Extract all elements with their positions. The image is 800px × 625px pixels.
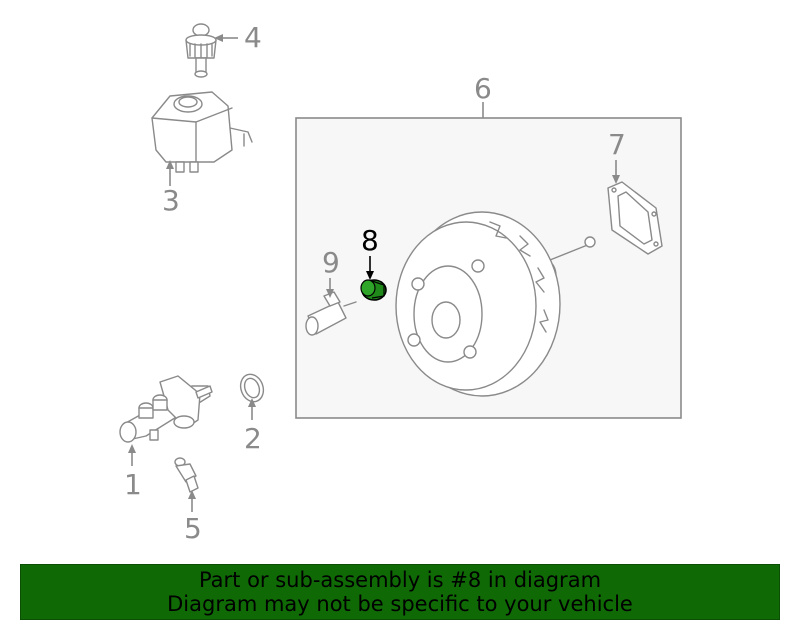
info-banner: Part or sub-assembly is #8 in diagram Di…: [20, 564, 780, 620]
callout-number-5[interactable]: 5: [184, 512, 202, 545]
callout-number-4[interactable]: 4: [244, 21, 262, 54]
part-4-reservoir-cap[interactable]: [185, 23, 217, 78]
part-6-brake-booster[interactable]: [395, 211, 596, 397]
part-5-switch[interactable]: [174, 457, 199, 493]
callout-arrowhead-1: [128, 444, 136, 453]
part-3-fluid-reservoir[interactable]: [151, 91, 253, 173]
callout-number-2[interactable]: 2: [244, 422, 262, 455]
part-1-master-cylinder[interactable]: [119, 375, 213, 443]
callout-arrowhead-2: [248, 398, 256, 407]
callout-number-6[interactable]: 6: [474, 72, 492, 105]
callout-number-1[interactable]: 1: [124, 468, 142, 501]
part-7-gasket[interactable]: [607, 181, 663, 255]
callout-number-9[interactable]: 9: [322, 246, 340, 279]
callout-number-3[interactable]: 3: [162, 184, 180, 217]
callout-arrowhead-5: [188, 490, 196, 499]
part-9-vacuum-sensor[interactable]: [305, 291, 357, 336]
callout-arrowhead-7: [612, 175, 620, 184]
callout-number-8[interactable]: 8: [361, 224, 379, 257]
callout-arrowhead-9: [326, 289, 334, 298]
parts-diagram: 4 3 6 7 8 9 2 1 5: [119, 21, 682, 545]
banner-line-2: Diagram may not be specific to your vehi…: [167, 592, 633, 616]
banner-line-1: Part or sub-assembly is #8 in diagram: [198, 568, 602, 592]
callout-arrowhead-3: [166, 160, 174, 169]
callout-arrowhead-4: [214, 34, 223, 42]
part-8-grommet[interactable]: [360, 279, 387, 301]
callout-number-7[interactable]: 7: [608, 128, 626, 161]
callout-arrowhead-8: [366, 271, 374, 280]
part-2-o-ring[interactable]: [237, 371, 267, 405]
